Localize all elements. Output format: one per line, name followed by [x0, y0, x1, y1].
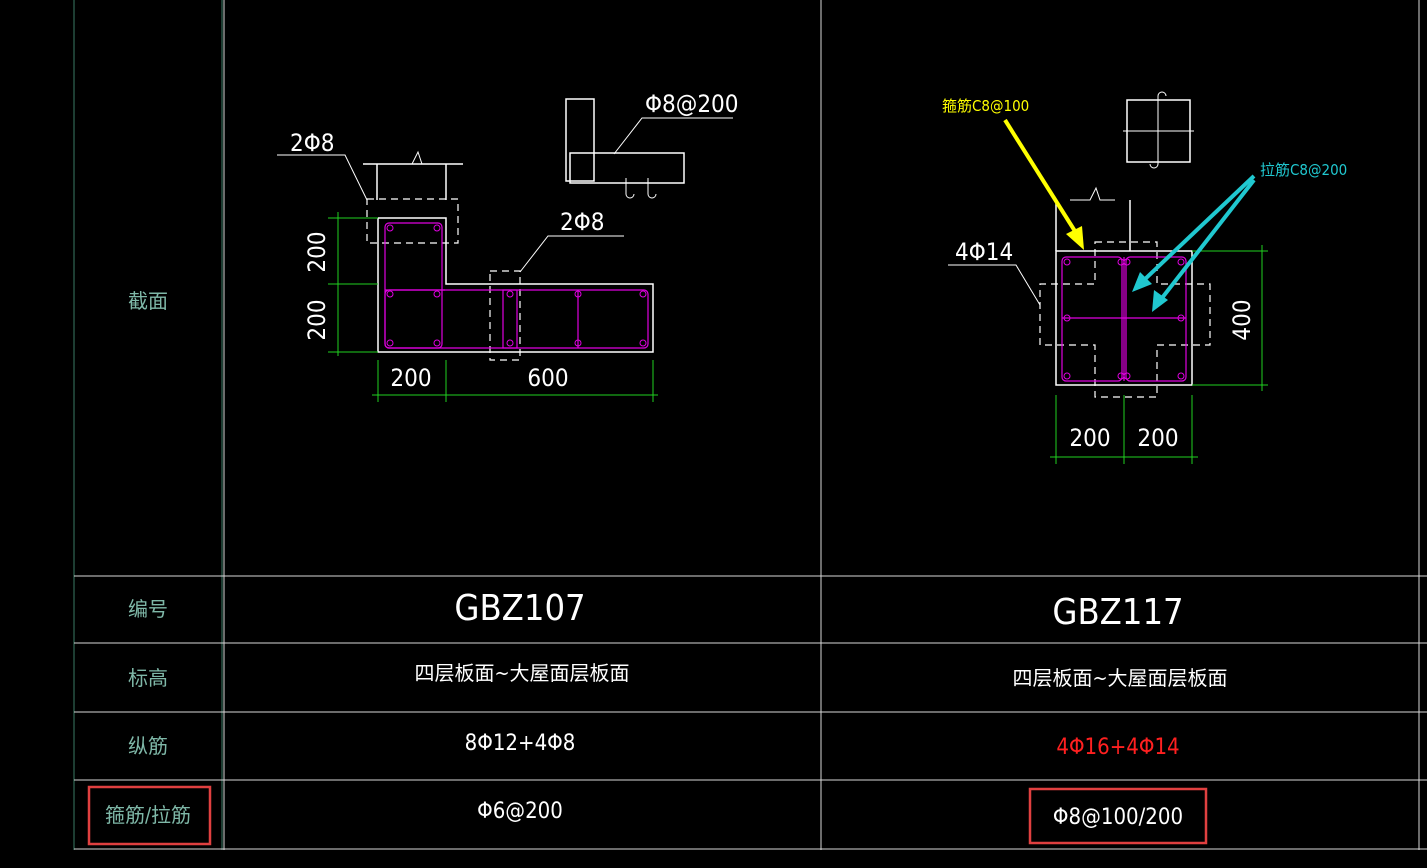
highlight-box-stirrup-label	[87, 785, 212, 846]
highlight-box-stirrup-gbz117	[1028, 787, 1208, 845]
dim-horizontal-right-gbz117: 200	[1137, 424, 1178, 452]
annotation-tie: 拉筋C8@200	[1260, 161, 1347, 179]
dim-vertical-bottom: 200	[303, 299, 331, 340]
annotation-stirrup: 箍筋C8@100	[942, 97, 1029, 115]
number-gbz117: GBZ117	[1052, 592, 1183, 633]
dim-vertical-gbz117: 400	[1228, 299, 1256, 340]
label-2phi8-right: 2Φ8	[560, 208, 604, 236]
dim-vertical-top: 200	[303, 231, 331, 272]
table-grid	[73, 0, 1427, 850]
dim-horizontal-left-gbz117: 200	[1069, 424, 1110, 452]
row-label-longitudinal: 纵筋	[128, 734, 168, 758]
elevation-gbz117: 四层板面~大屋面层板面	[1012, 666, 1227, 690]
section-drawing-gbz107: 2Φ8 2Φ8 Φ8@200 200 200 200 600	[277, 90, 739, 402]
arrow-tie-annotation-2	[1160, 178, 1256, 300]
number-gbz107: GBZ107	[454, 588, 585, 629]
stirrup-gbz117: Φ8@100/200	[1053, 805, 1183, 830]
row-label-number: 编号	[128, 597, 168, 621]
arrow-stirrup-annotation	[1003, 118, 1080, 238]
label-4phi14: 4Φ14	[955, 238, 1013, 266]
arrow-tie-annotation-1	[1142, 174, 1256, 282]
section-drawing-gbz117: 4Φ14 400 200 200 箍筋C8@100 拉筋C8@200	[942, 91, 1347, 464]
label-stirrup-detail: Φ8@200	[645, 90, 739, 118]
label-2phi8-left: 2Φ8	[290, 129, 334, 157]
row-label-elevation: 标高	[128, 666, 168, 690]
dim-horizontal-right: 600	[527, 364, 568, 392]
row-label-section: 截面	[128, 289, 168, 313]
elevation-gbz107: 四层板面~大屋面层板面	[414, 661, 629, 685]
stirrup-gbz107: Φ6@200	[477, 799, 563, 824]
row-label-stirrup: 箍筋/拉筋	[105, 803, 191, 827]
longitudinal-gbz117: 4Φ16+4Φ14	[1056, 735, 1179, 760]
longitudinal-gbz107: 8Φ12+4Φ8	[465, 731, 576, 756]
dim-horizontal-left: 200	[390, 364, 431, 392]
